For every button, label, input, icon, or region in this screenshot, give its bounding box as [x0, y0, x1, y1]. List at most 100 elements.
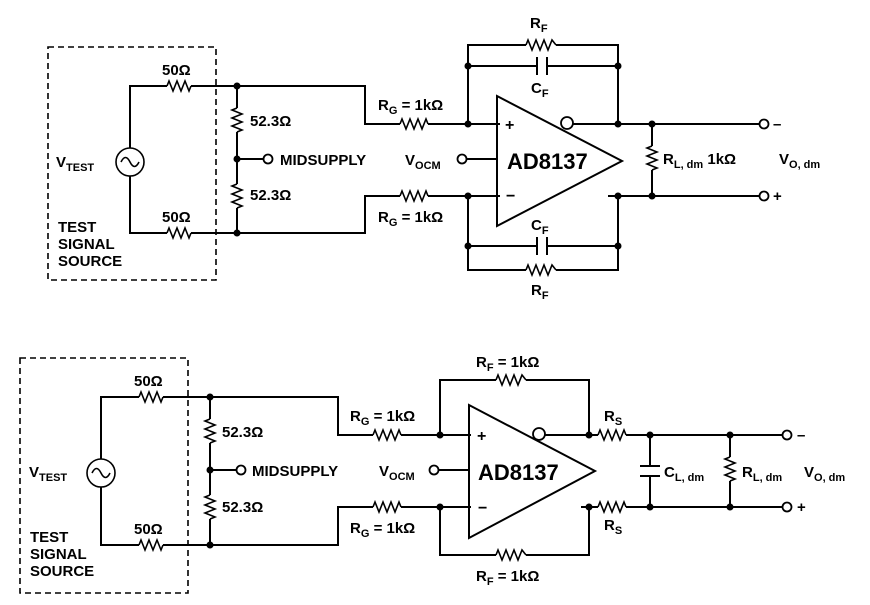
output-plus-label: + — [773, 188, 782, 205]
resistor-rf-top-2 — [495, 372, 527, 388]
r-term-top-label-2: 52.3Ω — [222, 424, 263, 441]
amp-plus-sign-2: + — [477, 428, 486, 445]
ac-source-icon-2 — [86, 458, 116, 488]
amp-minus-sign-2: − — [478, 500, 487, 517]
rf-bottom-label-2: RF = 1kΩ — [476, 568, 539, 588]
resistor-rs-top — [597, 427, 627, 443]
rf-top-label: RF — [530, 15, 548, 35]
midsupply-terminal — [262, 153, 274, 165]
ac-source-icon — [115, 147, 145, 177]
rs-top-label: RS — [604, 408, 622, 428]
output-terminal-plus — [758, 190, 770, 202]
resistor-50-top — [166, 78, 192, 94]
output-plus-label-2: + — [797, 499, 806, 516]
amp-inverting-output-bubble — [560, 116, 574, 130]
vocm-label-2: VOCM — [379, 463, 415, 483]
capacitor-cf-top — [536, 57, 548, 75]
vo-label-2: VO, dm — [804, 464, 845, 484]
midsupply-label: MIDSUPPLY — [280, 152, 366, 169]
r-term-bottom-label: 52.3Ω — [250, 187, 291, 204]
rl-label-2: RL, dm — [742, 464, 782, 484]
resistor-rg-bottom — [399, 188, 429, 204]
rg-top-label-2: RG = 1kΩ — [350, 408, 415, 428]
cf-top-label: CF — [531, 80, 549, 100]
test-signal-source-box-2 — [19, 357, 189, 594]
resistor-50-bottom — [166, 225, 192, 241]
resistor-rl — [644, 145, 660, 171]
output-minus-label: – — [773, 116, 781, 133]
rf-bottom-label: RF — [531, 282, 549, 302]
rg-top-label: RG = 1kΩ — [378, 97, 443, 117]
output-wires — [573, 123, 760, 197]
output-terminal-plus-2 — [781, 501, 793, 513]
resistor-rl-2 — [722, 456, 738, 482]
amplifier-triangle — [496, 94, 625, 228]
output-terminal-minus-2 — [781, 429, 793, 441]
rg-bottom-label-2: RG = 1kΩ — [350, 520, 415, 540]
cl-label: CL, dm — [664, 464, 704, 484]
vocm-label: VOCM — [405, 152, 441, 172]
resistor-50-top-2 — [138, 389, 164, 405]
output-terminal-minus — [758, 118, 770, 130]
vocm-terminal-2 — [428, 464, 440, 476]
circuit-1: VTEST TEST SIGNAL SOURCE 50Ω 50Ω 52.3Ω 5… — [47, 15, 820, 302]
resistor-50-bottom-2 — [138, 537, 164, 553]
midsupply-label-2: MIDSUPPLY — [252, 463, 338, 480]
wire-top-path-2 — [100, 396, 471, 459]
r-source-top-label-2: 50Ω — [134, 373, 163, 390]
source-label-line2: SIGNAL — [58, 236, 115, 253]
resistor-rg-top-2 — [372, 427, 402, 443]
resistor-52-bottom — [229, 183, 245, 209]
feedback-rf-bottom-wire — [467, 196, 619, 271]
resistor-rs-bottom — [597, 499, 627, 515]
junction-dots-2 — [206, 393, 734, 549]
source-label-line1: TEST — [58, 219, 96, 236]
feedback-rf-top-wire — [467, 44, 619, 124]
source-label-line3-2: SOURCE — [30, 563, 94, 580]
rl-label: RL, dm 1kΩ — [663, 151, 736, 171]
r-source-bottom-label-2: 50Ω — [134, 521, 163, 538]
rs-bottom-label: RS — [604, 517, 622, 537]
resistor-rf-bottom-2 — [495, 547, 527, 563]
cf-bottom-label: CF — [531, 217, 549, 237]
r-term-bottom-label-2: 52.3Ω — [222, 499, 263, 516]
source-label-line3: SOURCE — [58, 253, 122, 270]
resistor-52-top — [229, 107, 245, 133]
r-source-top-label: 50Ω — [162, 62, 191, 79]
sine-wave-icon — [120, 156, 140, 168]
junction-dots — [233, 62, 656, 250]
sine-wave-icon-2 — [91, 467, 111, 479]
r-term-top-label: 52.3Ω — [250, 113, 291, 130]
feedback-rf-bottom-wire-2 — [439, 507, 590, 556]
vo-label: VO, dm — [779, 151, 820, 171]
midsupply-terminal-2 — [235, 464, 247, 476]
output-minus-label-2: – — [797, 427, 805, 444]
test-signal-source-box — [47, 46, 217, 281]
capacitor-cf-bottom — [536, 237, 548, 255]
rf-top-label-2: RF = 1kΩ — [476, 354, 539, 374]
amp-minus-sign: − — [506, 188, 515, 205]
capacitor-cl — [640, 435, 660, 507]
amplifier-triangle-2 — [468, 403, 598, 540]
resistor-52-top-2 — [202, 418, 218, 444]
rg-bottom-label: RG = 1kΩ — [378, 209, 443, 229]
r-source-bottom-label: 50Ω — [162, 209, 191, 226]
vocm-terminal — [456, 153, 468, 165]
feedback-rf-top-wire-2 — [439, 379, 590, 435]
resistor-52-bottom-2 — [202, 494, 218, 520]
amp-name-label-2: AD8137 — [478, 460, 559, 485]
resistor-rg-top — [399, 116, 429, 132]
resistor-rf-bottom — [525, 262, 557, 278]
source-label-line1-2: TEST — [30, 529, 68, 546]
resistor-rg-bottom-2 — [372, 499, 402, 515]
amp-name-label: AD8137 — [507, 149, 588, 174]
vtest-label-2: VTEST — [29, 464, 67, 484]
wire-bottom-path — [129, 176, 500, 234]
wire-top-path — [129, 85, 500, 148]
circuit-2: VTEST TEST SIGNAL SOURCE 50Ω 50Ω 52.3Ω 5… — [19, 354, 845, 594]
amp-plus-sign: + — [505, 117, 514, 134]
resistor-rf-top — [525, 37, 557, 53]
source-label-line2-2: SIGNAL — [30, 546, 87, 563]
